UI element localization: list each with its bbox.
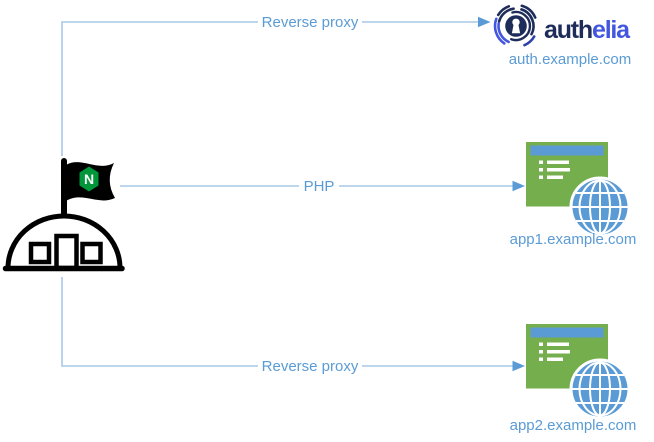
domain-label-auth: auth.example.com — [509, 51, 632, 68]
app2-window-icon — [524, 322, 631, 420]
arrowhead-icon — [512, 180, 525, 192]
arrowhead-icon — [512, 360, 525, 372]
wordmark-accent: elia — [592, 16, 631, 44]
edge-nginx-authelia: Reverse proxy — [61, 13, 491, 156]
arrowhead-icon — [478, 16, 491, 28]
edge-nginx-app1: PHP — [120, 177, 525, 195]
domain-label-app1: app1.example.com — [510, 231, 637, 248]
authelia-wordmark: authelia — [544, 16, 631, 44]
door — [54, 233, 79, 271]
window-right — [80, 241, 103, 265]
edge-label-reverse-proxy-auth: Reverse proxy — [262, 14, 359, 31]
dome-outline — [5, 213, 123, 271]
keyhole-icon — [512, 18, 520, 26]
nginx-hexagon-icon — [79, 166, 99, 192]
edge-label-php: PHP — [304, 178, 335, 195]
edge-label-reverse-proxy-app2: Reverse proxy — [262, 358, 359, 375]
domain-label-app2: app2.example.com — [510, 417, 637, 434]
app1-window-icon — [524, 140, 631, 238]
lock-icon — [493, 4, 537, 47]
window-left — [28, 241, 52, 265]
authelia-logo: authelia — [493, 4, 632, 47]
edge-nginx-app2: Reverse proxy — [61, 277, 525, 375]
nginx-server-icon: N — [2, 158, 125, 272]
wordmark-dark: auth — [544, 16, 592, 44]
nginx-flag-letter: N — [84, 171, 94, 187]
